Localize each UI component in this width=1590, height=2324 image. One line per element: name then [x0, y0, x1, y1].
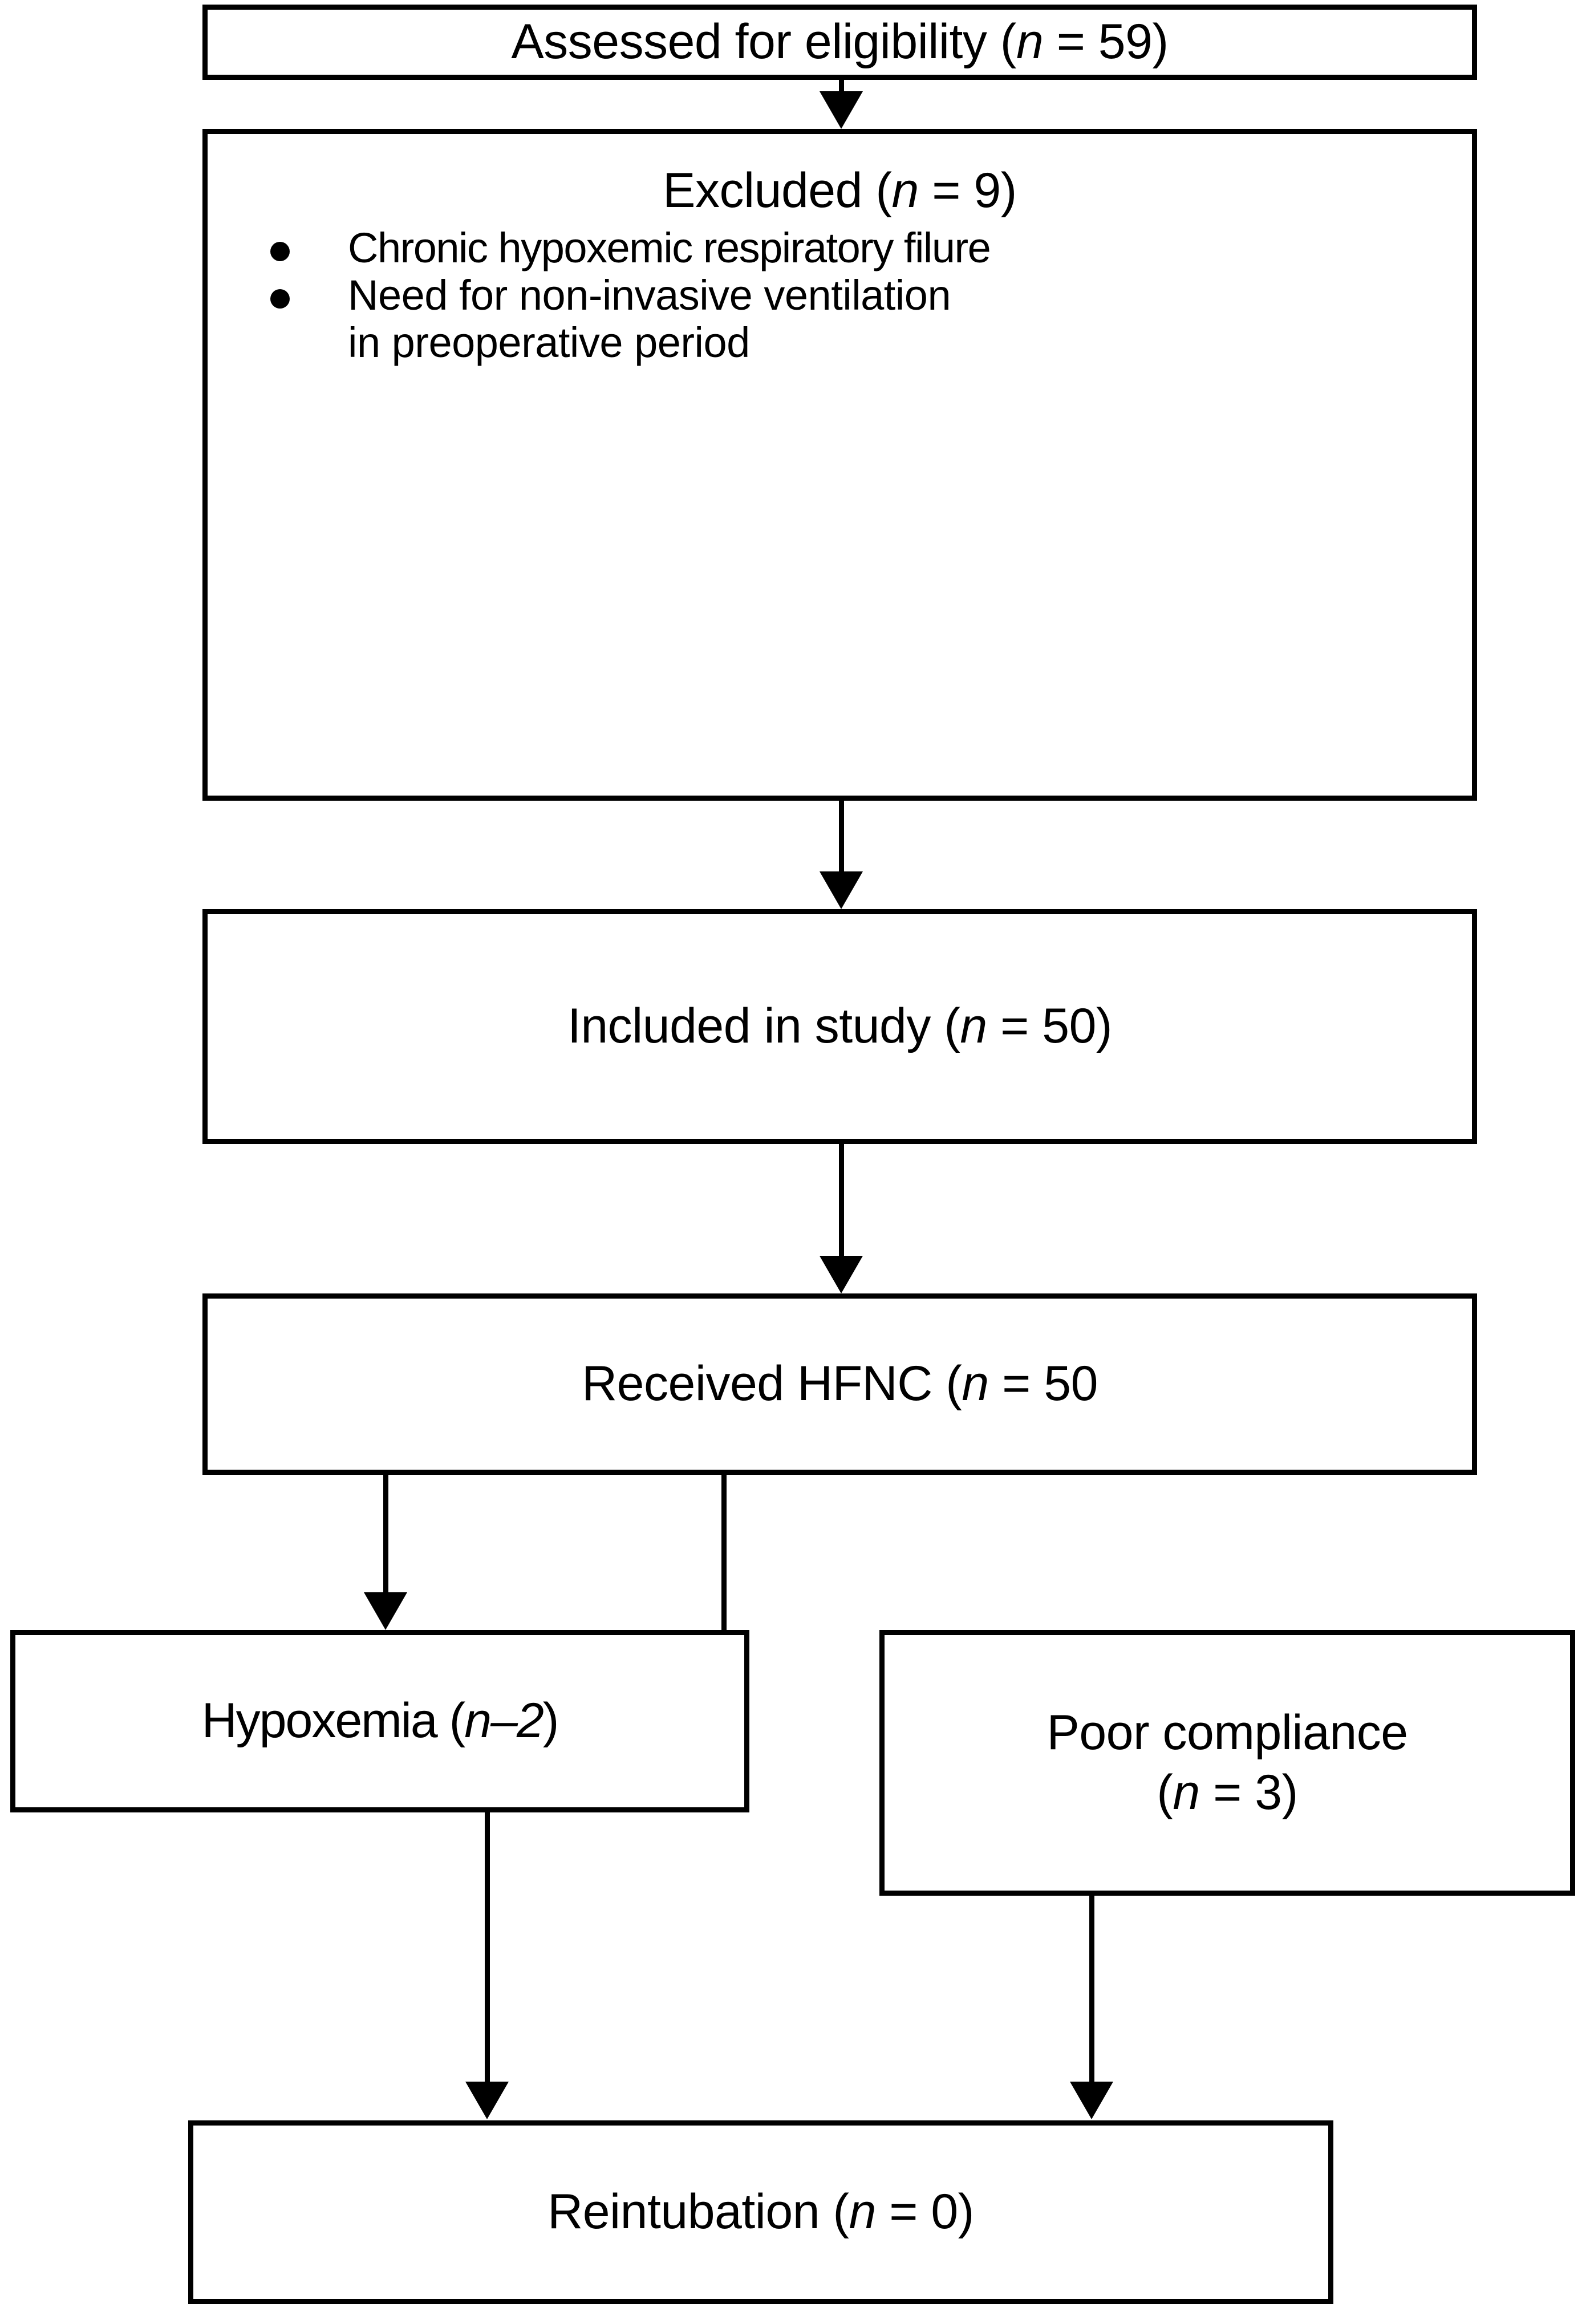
connector-hypoxemia-to-reintubation-line: [485, 1812, 490, 2082]
excluded-suffix: = 9): [918, 163, 1017, 218]
node-excluded-title: Excluded (n = 9): [208, 163, 1472, 218]
included-suffix: = 50): [987, 999, 1113, 1054]
arrowhead-down-icon: [820, 91, 863, 129]
connector-excluded-to-included-line: [839, 801, 844, 875]
node-poor-compliance-label-line1: Poor compliance: [1047, 1705, 1408, 1761]
excluded-criterion-1-label: Chronic hypoxemic respiratory filure: [348, 224, 991, 272]
excluded-criteria-list: Chronic hypoxemic respiratory filure Nee…: [208, 224, 1472, 367]
excluded-prefix: Excluded (: [663, 163, 892, 218]
node-received-label: Received HFNC (n = 50: [582, 1358, 1098, 1410]
node-poor-compliance: Poor compliance (n = 3): [879, 1630, 1575, 1896]
assessed-prefix: Assessed for eligibility (: [511, 14, 1016, 70]
connector-received-to-hypoxemia-line: [383, 1475, 388, 1599]
included-n-symbol: n: [960, 999, 987, 1054]
node-assessed-for-eligibility: Assessed for eligibility (n = 59): [202, 5, 1477, 80]
arrowhead-down-icon: [820, 871, 863, 909]
poor-compliance-n-symbol: n: [1173, 1765, 1200, 1820]
received-suffix: = 50: [988, 1356, 1098, 1412]
arrowhead-down-icon: [820, 1256, 863, 1293]
node-assessed-label: Assessed for eligibility (n = 59): [511, 14, 1169, 70]
node-included-in-study: Included in study (n = 50): [202, 909, 1477, 1144]
node-excluded: Excluded (n = 9) Chronic hypoxemic respi…: [202, 129, 1477, 801]
poor-compliance-prefix: (: [1157, 1765, 1173, 1820]
reintubation-prefix: Reintubation (: [547, 2184, 849, 2240]
hypoxemia-suffix: ): [542, 1693, 559, 1749]
excluded-criterion-2-line2: in preoperative period: [348, 318, 750, 366]
received-prefix: Received HFNC (: [582, 1356, 962, 1412]
node-reintubation: Reintubation (n = 0): [188, 2120, 1333, 2304]
assessed-suffix: = 59): [1043, 14, 1169, 70]
reintubation-n-symbol: n: [849, 2184, 877, 2240]
list-item: Chronic hypoxemic respiratory filure: [270, 224, 1472, 272]
node-received-hfnc: Received HFNC (n = 50: [202, 1293, 1477, 1475]
arrowhead-down-icon: [364, 1592, 407, 1630]
assessed-n-symbol: n: [1016, 14, 1044, 70]
included-prefix: Included in study (: [567, 999, 960, 1054]
connector-poor-compliance-to-reintubation-line: [1089, 1896, 1094, 2082]
connector-assessed-to-excluded-line: [839, 80, 844, 99]
arrowhead-down-icon: [1070, 2082, 1113, 2119]
excluded-n-symbol: n: [891, 163, 919, 218]
node-hypoxemia: Hypoxemia (n–2): [10, 1630, 749, 1812]
reintubation-suffix: = 0): [875, 2184, 974, 2240]
received-n-symbol: n: [962, 1356, 989, 1412]
node-reintubation-label: Reintubation (n = 0): [547, 2186, 974, 2238]
connector-received-to-poor-compliance-line: [721, 1475, 727, 1630]
arrowhead-down-icon: [465, 2082, 509, 2119]
hypoxemia-prefix: Hypoxemia (: [201, 1693, 466, 1749]
node-hypoxemia-label: Hypoxemia (n–2): [201, 1693, 559, 1749]
poor-compliance-suffix: = 3): [1199, 1765, 1298, 1820]
excluded-criterion-2-line1: Need for non-invasive ventilation: [348, 271, 951, 319]
node-poor-compliance-label-line2: (n = 3): [1157, 1763, 1298, 1823]
node-included-label: Included in study (n = 50): [567, 999, 1113, 1054]
bullet-dot-icon: [270, 242, 290, 262]
hypoxemia-n-symbol: n–2: [464, 1693, 543, 1749]
connector-included-to-received-line: [839, 1144, 844, 1258]
bullet-dot-icon: [270, 289, 290, 309]
